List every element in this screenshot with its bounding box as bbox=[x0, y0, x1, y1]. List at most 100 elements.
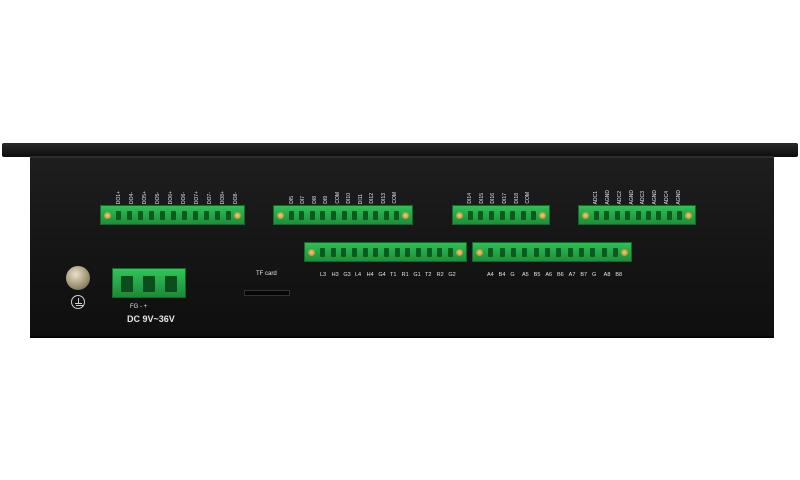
terminal-label: B7 bbox=[580, 272, 588, 278]
terminal-label: ADC3 bbox=[640, 190, 647, 204]
terminal-label: A6 bbox=[545, 272, 553, 278]
terminal-label: AGND bbox=[652, 189, 659, 204]
terminal-pin bbox=[467, 211, 473, 220]
terminal-label: T2 bbox=[425, 272, 432, 278]
screw-icon bbox=[582, 212, 589, 219]
terminal-pin bbox=[478, 211, 484, 220]
screw-icon bbox=[104, 212, 111, 219]
terminal-label: A8 bbox=[603, 272, 611, 278]
terminal-label: AGND bbox=[676, 189, 683, 204]
terminal-pin bbox=[171, 211, 176, 220]
terminal-label: B8 bbox=[615, 272, 623, 278]
terminal-pin bbox=[625, 211, 631, 220]
terminal-label: DO1+ bbox=[115, 190, 122, 204]
terminal-label: DI8 bbox=[311, 196, 318, 204]
terminal-label: DI7 bbox=[300, 196, 307, 204]
terminal-pin bbox=[448, 248, 454, 257]
screw-icon bbox=[234, 212, 241, 219]
terminal-pin bbox=[510, 211, 516, 220]
terminal-label: G bbox=[592, 272, 597, 278]
terminal-label: COM bbox=[525, 192, 532, 204]
screw-icon bbox=[308, 249, 315, 256]
screw-icon bbox=[277, 212, 284, 219]
terminal-pin bbox=[544, 248, 550, 257]
terminal-pin bbox=[645, 211, 651, 220]
terminal-pin bbox=[416, 248, 422, 257]
terminal-label: DI12 bbox=[369, 193, 376, 204]
screw-icon bbox=[456, 249, 463, 256]
terminal-label: H3 bbox=[331, 272, 339, 278]
terminal-label: R1 bbox=[401, 272, 409, 278]
terminal-pin bbox=[309, 211, 315, 220]
terminal-block-bottom-1[interactable] bbox=[304, 242, 467, 262]
terminal-label: ADC2 bbox=[616, 190, 623, 204]
terminal-pin bbox=[362, 248, 368, 257]
terminal-pin bbox=[373, 248, 379, 257]
tf-card-slot[interactable] bbox=[244, 290, 290, 296]
terminal-label: A7 bbox=[568, 272, 576, 278]
terminal-pin bbox=[578, 248, 584, 257]
terminal-block-top-2[interactable] bbox=[273, 205, 413, 225]
terminal-pin bbox=[488, 211, 494, 220]
terminal-label: DO7+ bbox=[193, 190, 200, 204]
terminal-label: AGND bbox=[628, 189, 635, 204]
terminal-label: DI11 bbox=[357, 193, 364, 204]
terminal-pin bbox=[204, 211, 209, 220]
power-pin-labels: FG - + bbox=[130, 304, 148, 310]
terminal-pin bbox=[635, 211, 641, 220]
terminal-label: DO7- bbox=[206, 192, 213, 204]
power-voltage-label: DC 9V~36V bbox=[127, 314, 175, 324]
terminal-block-top-1[interactable] bbox=[100, 205, 245, 225]
terminal-pin bbox=[127, 211, 132, 220]
top-block-1-labels: DO1+DO4-DO5+DO5-DO6+DO6-DO7+DO7-DO8+DO8- bbox=[112, 178, 242, 204]
terminal-pin bbox=[677, 211, 683, 220]
terminal-pin bbox=[182, 211, 187, 220]
screw-icon bbox=[456, 212, 463, 219]
terminal-label: B6 bbox=[557, 272, 564, 278]
power-pin bbox=[165, 276, 177, 292]
terminal-pin bbox=[330, 248, 336, 257]
terminal-label: DI18 bbox=[513, 193, 520, 204]
terminal-pin bbox=[320, 211, 326, 220]
terminal-pin bbox=[319, 248, 325, 257]
terminal-label: H4 bbox=[366, 272, 374, 278]
tf-card-label: TF card bbox=[256, 271, 277, 277]
terminal-pin bbox=[226, 211, 231, 220]
terminal-block-top-3[interactable] bbox=[452, 205, 550, 225]
power-connector[interactable] bbox=[112, 268, 186, 298]
terminal-pin bbox=[149, 211, 154, 220]
terminal-pin bbox=[533, 248, 539, 257]
terminal-label: DI17 bbox=[501, 193, 508, 204]
terminal-block-top-4[interactable] bbox=[578, 205, 696, 225]
terminal-label: G3 bbox=[343, 272, 351, 278]
terminal-pin bbox=[656, 211, 662, 220]
terminal-label: DI5 bbox=[288, 196, 295, 204]
screw-icon bbox=[685, 212, 692, 219]
terminal-label: A4 bbox=[487, 272, 494, 278]
terminal-pin bbox=[601, 248, 607, 257]
terminal-pin bbox=[341, 248, 347, 257]
terminal-pin bbox=[567, 248, 573, 257]
terminal-pin bbox=[531, 211, 537, 220]
terminal-pin bbox=[341, 211, 347, 220]
terminal-pin bbox=[405, 248, 411, 257]
terminal-pin bbox=[362, 211, 368, 220]
device-top-lid bbox=[2, 143, 798, 157]
terminal-pin bbox=[193, 211, 198, 220]
terminal-label: DO5- bbox=[154, 192, 161, 204]
terminal-pin bbox=[330, 211, 336, 220]
terminal-label: DI10 bbox=[346, 193, 353, 204]
terminal-pin bbox=[160, 211, 165, 220]
terminal-label: COM bbox=[392, 192, 399, 204]
terminal-label: DO6+ bbox=[167, 190, 174, 204]
terminal-pin bbox=[614, 211, 620, 220]
terminal-pin bbox=[426, 248, 432, 257]
screw-icon bbox=[476, 249, 483, 256]
terminal-label: G2 bbox=[448, 272, 456, 278]
terminal-block-bottom-2[interactable] bbox=[472, 242, 632, 262]
terminal-pin bbox=[488, 248, 494, 257]
terminal-label: DO8- bbox=[232, 192, 239, 204]
